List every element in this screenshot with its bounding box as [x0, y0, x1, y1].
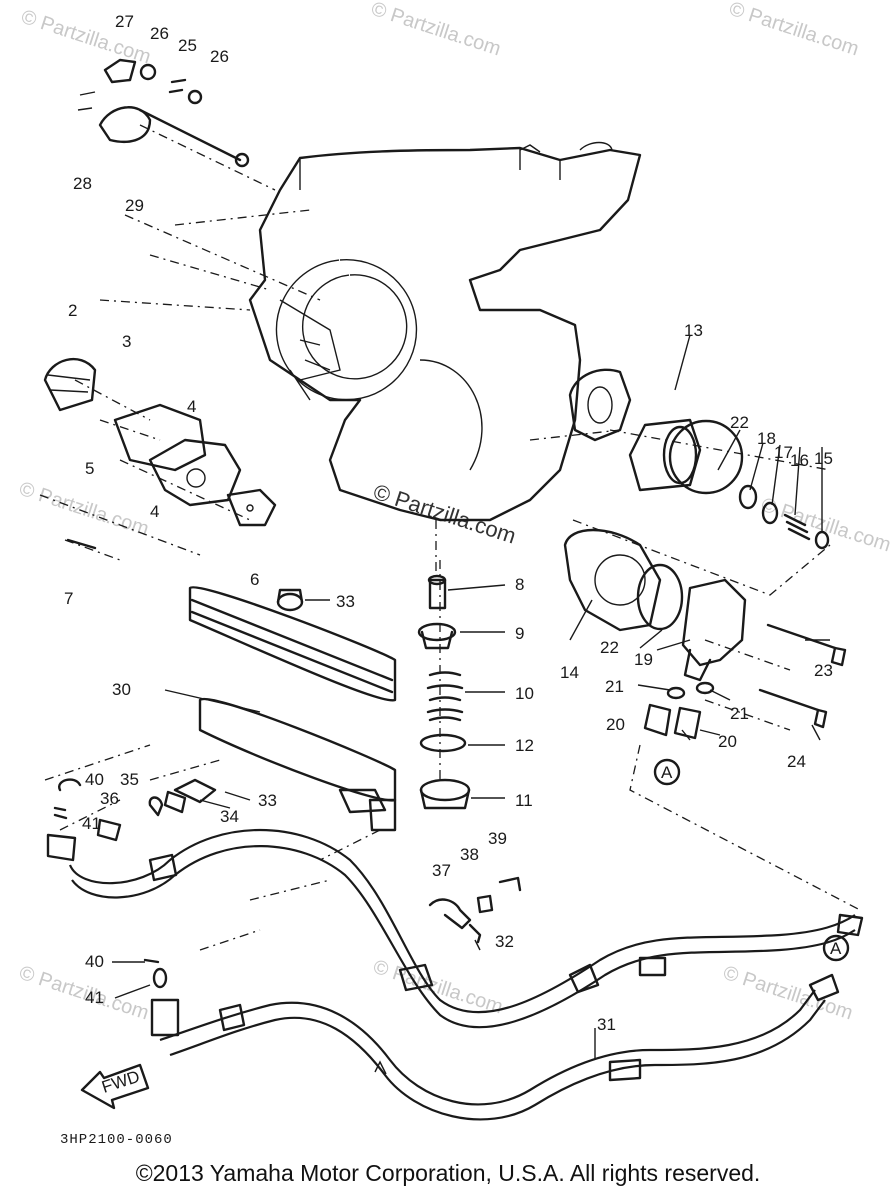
callout-labels: 27 26 25 26 28 29 2 3 4 5 4 7 6 33 13 22… — [64, 12, 833, 1034]
callout-label: 40 — [85, 770, 104, 789]
callout-label: 7 — [64, 589, 73, 608]
callout-label: 8 — [515, 575, 524, 594]
alignment-lines — [39, 124, 861, 951]
callout-label: 5 — [85, 459, 94, 478]
callout-label: 40 — [85, 952, 104, 971]
callout-label: 41 — [85, 988, 104, 1007]
callout-label: 36 — [100, 789, 119, 808]
callout-label: 37 — [432, 861, 451, 880]
callout-label: 35 — [120, 770, 139, 789]
fwd-arrow: FWD — [80, 1063, 150, 1110]
watermark-mid-left: © Partzilla.com — [16, 478, 151, 541]
callout-label: 21 — [730, 704, 749, 723]
callout-label: 25 — [178, 36, 197, 55]
callout-label: 30 — [112, 680, 131, 699]
callout-label: 33 — [336, 592, 355, 611]
callout-label: 15 — [814, 449, 833, 468]
callout-label: 29 — [125, 196, 144, 215]
callout-label: 26 — [210, 47, 229, 66]
callout-label: 19 — [634, 650, 653, 669]
callout-label: 14 — [560, 663, 579, 682]
callout-label: 23 — [814, 661, 833, 680]
callout-label: 3 — [122, 332, 131, 351]
callout-label: 4 — [150, 502, 159, 521]
callout-label: 32 — [495, 932, 514, 951]
oil-cooler — [173, 586, 397, 832]
clamp-group — [428, 876, 522, 944]
watermark-bottom-center: © Partzilla.com — [370, 956, 505, 1019]
callout-label: 13 — [684, 321, 703, 340]
callout-label: 27 — [115, 12, 134, 31]
callout-label: 11 — [515, 791, 533, 810]
marker-a-left: A — [661, 763, 673, 782]
callout-label: 22 — [600, 638, 619, 657]
oil-pump-assembly — [43, 358, 277, 550]
callout-label: 41 — [82, 814, 101, 833]
watermark-center: © Partzilla.com — [370, 479, 519, 549]
watermark-top-right: © Partzilla.com — [726, 0, 861, 60]
crankcase — [248, 141, 642, 522]
cooler-fittings — [46, 778, 187, 1037]
callout-label: 9 — [515, 624, 524, 643]
watermark-top-center: © Partzilla.com — [368, 0, 503, 60]
callout-label: 24 — [787, 752, 806, 771]
callout-label: 31 — [597, 1015, 616, 1034]
diagram-code: 3HP2100-0060 — [60, 1132, 173, 1148]
marker-a-right: A — [830, 939, 842, 958]
callout-label: 18 — [757, 429, 776, 448]
callout-label: 10 — [515, 684, 534, 703]
callout-label: 33 — [258, 791, 277, 810]
watermark-bottom-left: © Partzilla.com — [16, 962, 151, 1025]
copyright-notice: ©2013 Yamaha Motor Corporation, U.S.A. A… — [135, 1160, 761, 1186]
callout-label: 22 — [730, 413, 749, 432]
callout-label: 17 — [774, 443, 793, 462]
callout-label: 16 — [790, 451, 809, 470]
callout-label: 26 — [150, 24, 169, 43]
callout-label: 6 — [250, 570, 259, 589]
callout-label: 4 — [187, 397, 196, 416]
callout-label: 38 — [460, 845, 479, 864]
relief-valve-stack — [417, 574, 471, 810]
callout-label: 28 — [73, 174, 92, 193]
callout-label: 34 — [220, 807, 239, 826]
callout-label: 20 — [718, 732, 737, 751]
callout-label: 39 — [488, 829, 507, 848]
callout-label: 2 — [68, 301, 77, 320]
callout-label: 20 — [606, 715, 625, 734]
callout-label: 12 — [515, 736, 534, 755]
upper-left-fittings — [77, 58, 250, 168]
filter-cover-group — [563, 528, 847, 786]
callout-label: 21 — [605, 677, 624, 696]
leader-lines — [112, 334, 830, 1060]
oil-hoses — [68, 829, 864, 1121]
